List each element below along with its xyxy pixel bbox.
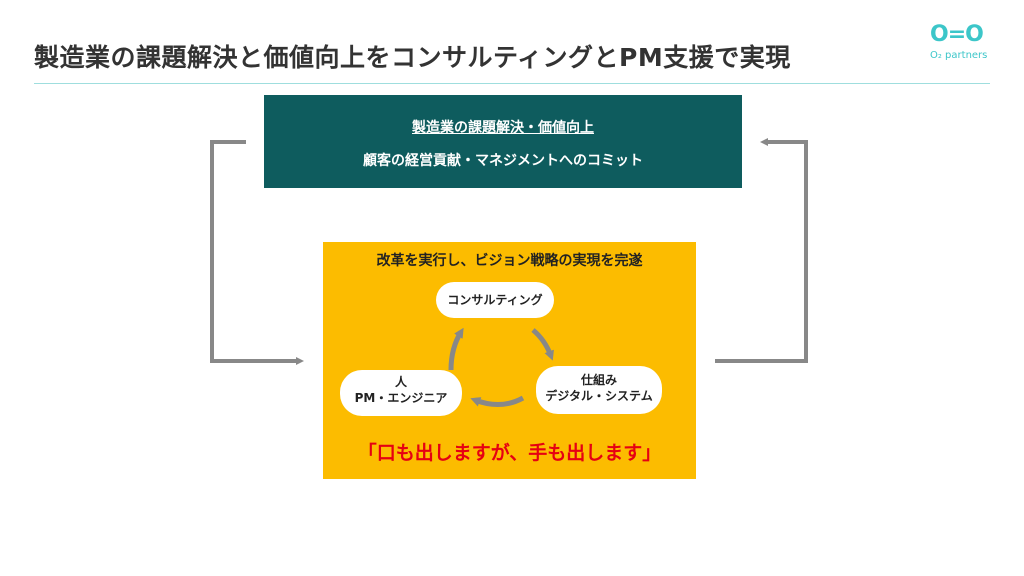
cycle-arrow-left: [448, 327, 464, 371]
page-title: 製造業の課題解決と価値向上をコンサルティングとPM支援で実現: [34, 43, 791, 72]
cycle-arrow-top-right: [531, 328, 554, 361]
node-people-line1: 人: [394, 375, 407, 389]
goal-box: 製造業の課題解決・価値向上 顧客の経営貢献・マネジメントへのコミット: [264, 95, 742, 188]
logo-text: O₂ partners: [930, 50, 988, 61]
goal-line-1: 製造業の課題解決・価値向上: [412, 120, 594, 136]
cycle-arrows: [448, 327, 554, 407]
cycle-arrow-bottom: [470, 395, 525, 407]
node-system-line1: 仕組み: [580, 373, 617, 387]
slogan: 「口も出しますが、手も出します」: [357, 442, 662, 464]
goal-line-2: 顧客の経営貢献・マネジメントへのコミット: [363, 153, 643, 169]
company-logo: O=O O₂ partners: [930, 22, 994, 68]
left-loop-arrow: [210, 140, 304, 365]
execution-box: 改革を実行し、ビジョン戦略の実現を完遂 コンサルティング 人 PM・エンジニア …: [323, 242, 696, 479]
node-consulting: コンサルティング: [436, 282, 554, 318]
execution-heading: 改革を実行し、ビジョン戦略の実現を完遂: [376, 253, 643, 269]
node-system-line2: デジタル・システム: [545, 389, 653, 403]
node-people-line2: PM・エンジニア: [354, 391, 448, 405]
node-consulting-label: コンサルティング: [447, 293, 543, 307]
logo-mark: O=O: [930, 22, 984, 47]
title-divider: [34, 83, 990, 84]
node-system: 仕組み デジタル・システム: [536, 366, 662, 414]
right-loop-arrow: [715, 138, 808, 363]
node-people: 人 PM・エンジニア: [340, 370, 462, 416]
